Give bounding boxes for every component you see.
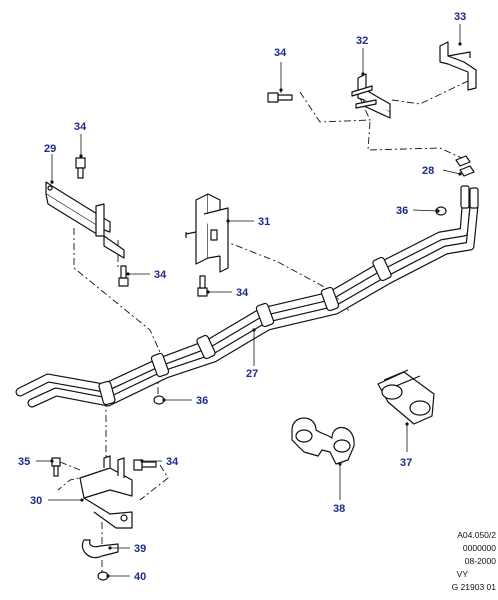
clamp-38: [291, 417, 355, 465]
bracket-32: [357, 73, 391, 119]
bolt-34: [133, 459, 157, 471]
assembly-dash-lines: [57, 79, 471, 574]
callout-34: 34: [74, 121, 87, 133]
pipe-clip: [255, 302, 275, 328]
bolt-35: [51, 457, 61, 477]
pipe-connector: [460, 185, 470, 209]
bolt-34: [118, 265, 129, 287]
clip-28: [455, 155, 475, 177]
pipe-clip: [196, 334, 216, 360]
clamp-37: [377, 369, 435, 425]
callout-34: 34: [274, 47, 287, 59]
callout-34: 34: [236, 287, 249, 299]
callout-35: 35: [18, 456, 30, 468]
pipe-clip: [98, 380, 116, 406]
callout-29: 29: [44, 143, 56, 155]
bracket-29: [45, 181, 125, 259]
callout-37: 37: [400, 457, 412, 469]
callout-31: 31: [258, 216, 270, 228]
callout-36: 36: [396, 205, 408, 217]
clip-39: [81, 539, 119, 559]
callout-39: 39: [134, 543, 146, 555]
callout-30: 30: [30, 495, 42, 507]
leader-lines: [36, 24, 461, 577]
screw-32a: [351, 85, 377, 109]
callout-27: 27: [246, 368, 258, 380]
bolt-34: [75, 157, 86, 179]
callout-40: 40: [134, 571, 146, 583]
callout-38: 38: [333, 503, 345, 515]
bracket-30: [79, 455, 133, 529]
reference-block: A04.050/2 0000000 08-2000 VY G 21903 01: [452, 530, 497, 592]
ref-line-1: A04.050/2: [457, 530, 496, 540]
callout-28: 28: [422, 165, 434, 177]
pipe-clip: [372, 256, 392, 282]
callout-34: 34: [154, 269, 167, 281]
bolt-34: [197, 275, 208, 297]
pipe-clip: [320, 286, 340, 312]
leader-dots: [50, 42, 462, 578]
ref-line-5: G 21903 01: [452, 582, 497, 592]
callout-34: 34: [166, 456, 179, 468]
bracket-31: [185, 193, 229, 273]
fuel-pipe-27: [15, 185, 479, 408]
bracket-33: [439, 41, 477, 91]
callout-36: 36: [196, 395, 208, 407]
ref-line-2: 0000000: [463, 543, 496, 553]
ref-line-4: VY: [457, 569, 469, 579]
pipe-connector: [469, 187, 479, 209]
callout-33: 33: [454, 11, 466, 23]
ref-line-3: 08-2000: [465, 556, 496, 566]
pipe-clip: [150, 352, 170, 378]
callout-32: 32: [356, 35, 368, 47]
bolt-34: [267, 92, 293, 103]
